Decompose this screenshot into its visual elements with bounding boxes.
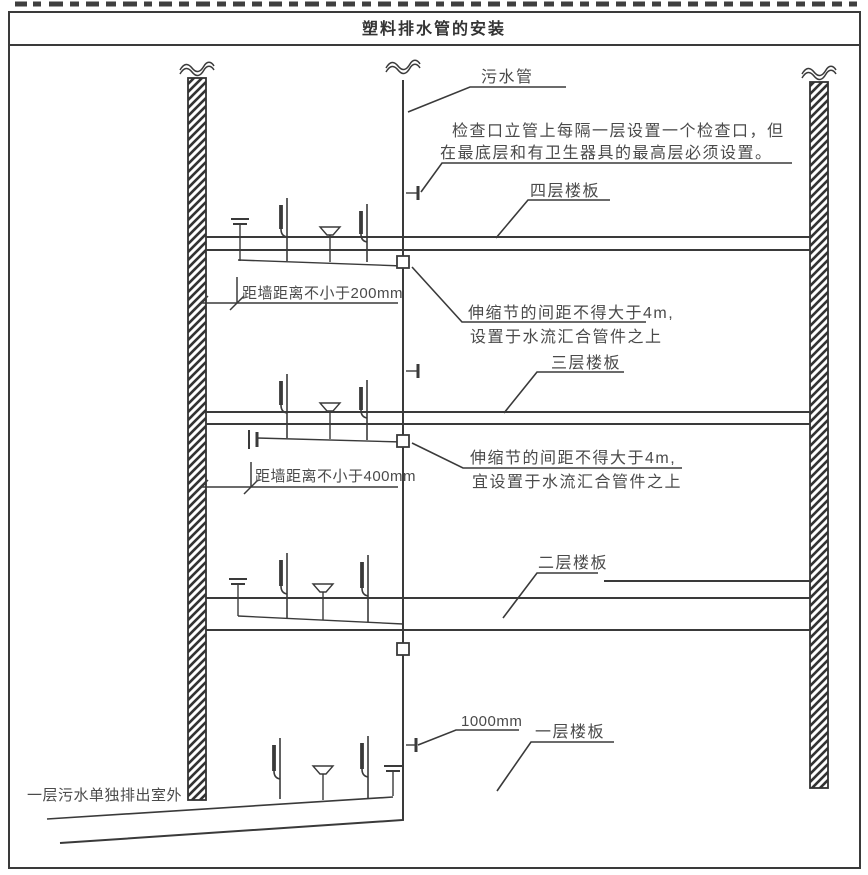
floor1-branch-group xyxy=(46,736,418,820)
trap-fixture-icon xyxy=(359,380,368,440)
floor-drain-icon xyxy=(384,765,402,796)
stack-break-icon xyxy=(385,59,421,75)
right-wall-break-icon xyxy=(801,65,837,81)
funnel-fixture-icon xyxy=(311,765,335,800)
label-floor2-slab: 二层楼板 xyxy=(538,554,608,572)
funnel-fixture-icon xyxy=(311,583,335,620)
floor-drain-icon xyxy=(231,218,249,261)
leader-floor4-slab xyxy=(495,199,610,239)
trap-fixture-icon xyxy=(272,738,281,799)
note-expansion-floor3-line1: 伸缩节的间距不得大于4m, xyxy=(470,449,676,467)
trap-fixture-icon xyxy=(360,555,369,622)
floor2-branch-pipe xyxy=(237,615,404,625)
leader-expansion-floor3 xyxy=(411,442,682,469)
label-floor1-slab: 一层楼板 xyxy=(535,723,605,741)
label-floor4-slab: 四层楼板 xyxy=(530,182,600,200)
floor4-branch-pipe xyxy=(237,259,404,267)
label-check-port-height: 1000mm xyxy=(461,713,522,730)
note-inspection-line1: 检查口立管上每隔一层设置一个检查口，但 xyxy=(452,122,785,140)
expansion-joint-icon xyxy=(396,434,410,448)
trap-fixture-icon xyxy=(279,553,288,618)
leader-floor2-slab xyxy=(502,572,598,619)
leader-inspection-note xyxy=(420,162,792,193)
floor3-branch-pipe xyxy=(256,437,404,443)
check-port-icon xyxy=(406,186,420,200)
left-wall-break-icon xyxy=(179,61,215,77)
dimension-400mm xyxy=(193,462,398,495)
leader-sewage-pipe xyxy=(407,86,566,113)
dimension-200mm xyxy=(193,277,398,311)
funnel-fixture-icon xyxy=(318,402,342,439)
floor4-slab xyxy=(206,236,810,251)
note-expansion-floor4-line2: 设置于水流汇合管件之上 xyxy=(470,328,663,346)
label-wall-distance-200: 距墙距离不小于200mm xyxy=(242,285,403,302)
leader-lines xyxy=(407,86,792,792)
floor3-slab xyxy=(206,411,810,425)
floor3-branch-group xyxy=(248,364,420,449)
cleanout-icon xyxy=(248,430,259,449)
leader-expansion-floor4 xyxy=(411,266,646,323)
trap-fixture-icon xyxy=(279,374,288,438)
label-wall-distance-400: 距墙距离不小于400mm xyxy=(255,468,416,485)
left-wall xyxy=(187,77,207,801)
right-wall xyxy=(809,81,829,789)
trap-fixture-icon xyxy=(360,736,369,798)
floor-drain-icon xyxy=(229,578,247,616)
floor1-outlet-pipe xyxy=(46,796,394,820)
note-expansion-floor4-line1: 伸缩节的间距不得大于4m, xyxy=(468,304,674,322)
label-floor3-slab: 三层楼板 xyxy=(551,354,621,372)
check-port-icon xyxy=(406,738,418,752)
page-title: 塑料排水管的安装 xyxy=(362,19,506,38)
expansion-joint-icon xyxy=(396,255,410,269)
trap-fixture-icon xyxy=(359,204,368,262)
leader-floor1-slab xyxy=(496,741,614,792)
floor2-slab xyxy=(206,580,810,631)
floor2-branch-group xyxy=(229,553,410,656)
outer-border xyxy=(8,11,861,869)
note-expansion-floor3-line2: 宜设置于水流汇合管件之上 xyxy=(472,473,682,491)
label-sewage-pipe: 污水管 xyxy=(481,68,534,86)
leader-floor3-slab xyxy=(503,371,624,414)
soil-stack-pipe xyxy=(59,80,404,844)
floor4-branch-group xyxy=(231,186,420,269)
check-port-icon xyxy=(406,364,420,378)
funnel-fixture-icon xyxy=(318,226,342,262)
trap-fixture-icon xyxy=(279,198,288,261)
leader-1000mm xyxy=(417,729,519,746)
label-floor1-outlet: 一层污水单独排出室外 xyxy=(27,787,182,804)
note-inspection-line2: 在最底层和有卫生器具的最高层必须设置。 xyxy=(440,144,773,162)
expansion-joint-icon xyxy=(396,642,410,656)
